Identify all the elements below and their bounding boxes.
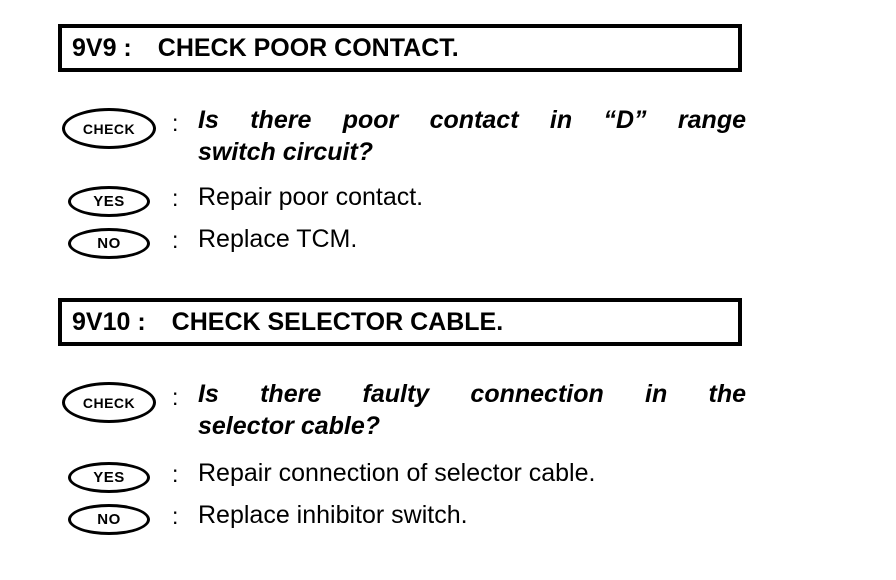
no-row: NO : Replace TCM. <box>0 224 896 266</box>
yes-badge: YES <box>68 462 150 493</box>
yes-colon: : <box>172 461 179 487</box>
no-badge: NO <box>68 228 150 259</box>
yes-badge: YES <box>68 186 150 217</box>
step-header-box-9v9: 9V9 : CHECK POOR CONTACT. <box>58 24 742 72</box>
check-question-line-1: Is there poor contact in “D” range <box>198 106 746 134</box>
no-colon: : <box>172 503 179 529</box>
no-answer: Replace inhibitor switch. <box>198 501 468 529</box>
check-row: CHECK : Is there faulty connection in th… <box>0 378 896 452</box>
step-title: CHECK SELECTOR CABLE. <box>171 307 504 336</box>
check-colon: : <box>172 384 179 410</box>
no-badge: NO <box>68 504 150 535</box>
no-answer: Replace TCM. <box>198 225 358 253</box>
check-colon: : <box>172 110 179 136</box>
check-question: Is there faulty connection in the select… <box>198 378 746 442</box>
yes-row: YES : Repair connection of selector cabl… <box>0 458 896 500</box>
no-colon: : <box>172 227 179 253</box>
check-badge: CHECK <box>62 382 156 423</box>
check-question-line-2: switch circuit? <box>198 138 374 166</box>
check-question-line-1: Is there faulty connection in the <box>198 380 746 408</box>
yes-colon: : <box>172 185 179 211</box>
step-title: CHECK POOR CONTACT. <box>157 33 459 62</box>
yes-row: YES : Repair poor contact. <box>0 182 896 224</box>
yes-answer: Repair connection of selector cable. <box>198 459 596 487</box>
check-question-line-2: selector cable? <box>198 412 381 440</box>
step-code: 9V9 : <box>72 33 132 62</box>
yes-answer: Repair poor contact. <box>198 183 424 211</box>
check-question: Is there poor contact in “D” range switc… <box>198 104 746 168</box>
check-badge: CHECK <box>62 108 156 149</box>
step-code: 9V10 : <box>72 307 146 336</box>
no-row: NO : Replace inhibitor switch. <box>0 500 896 542</box>
step-header-box-9v10: 9V10 : CHECK SELECTOR CABLE. <box>58 298 742 346</box>
check-row: CHECK : Is there poor contact in “D” ran… <box>0 104 896 178</box>
